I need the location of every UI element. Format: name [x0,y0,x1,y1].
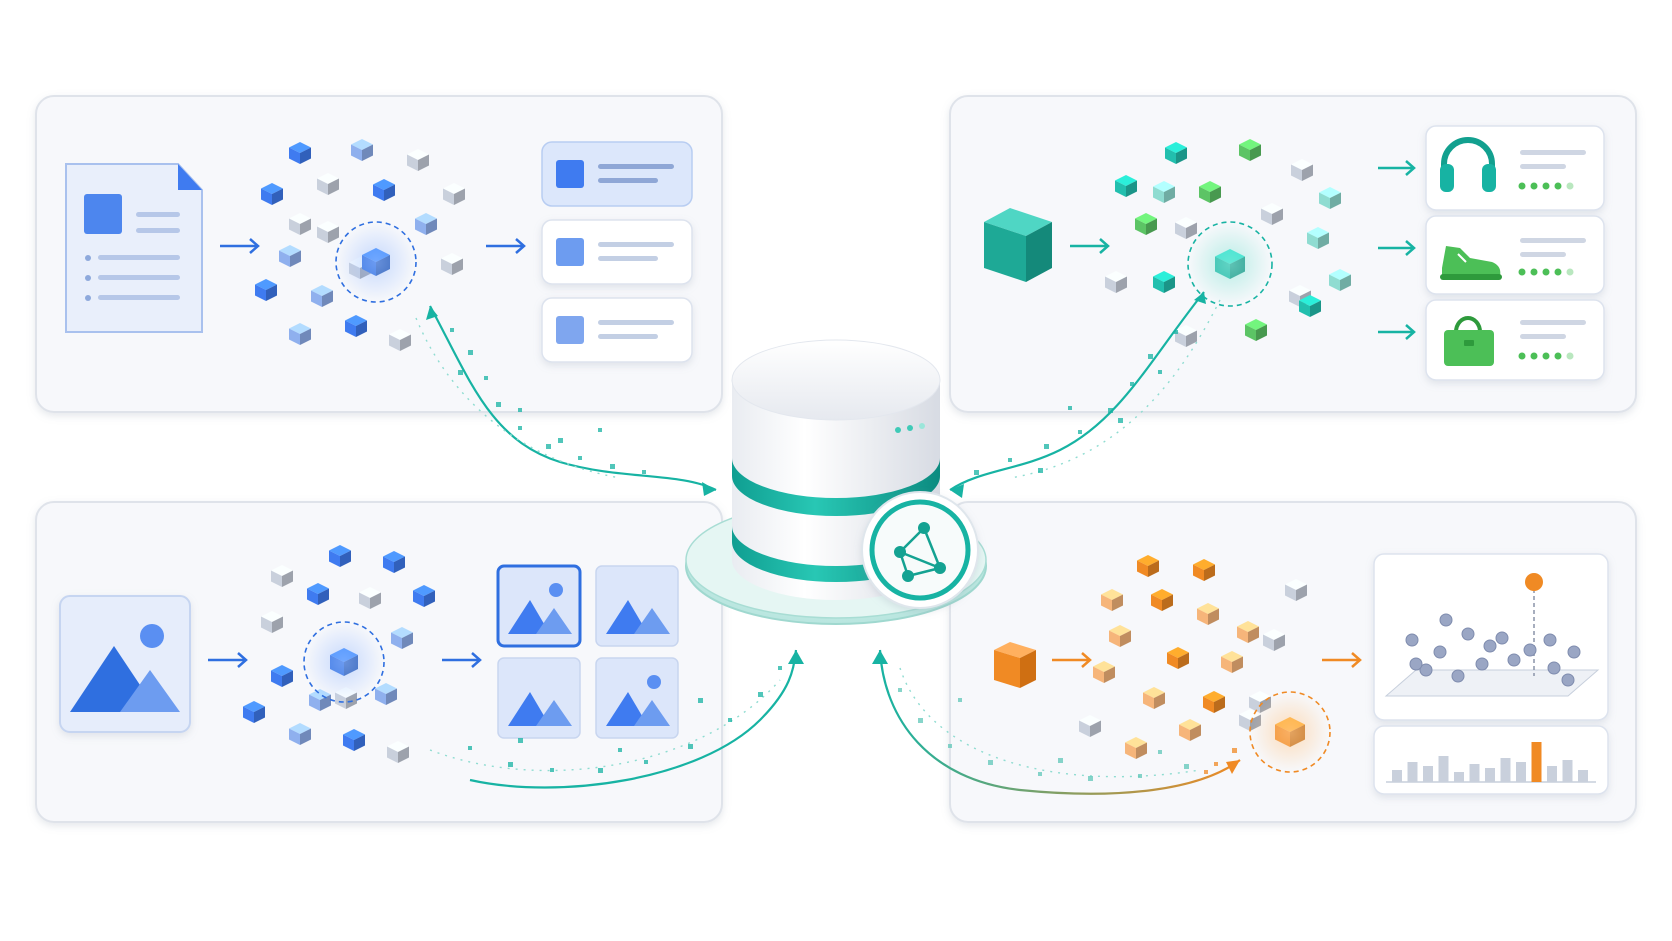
embedding-cube [1125,737,1147,759]
headphones-icon [1440,137,1496,192]
ranked-result-list [541,141,693,363]
embedding-cube [289,142,311,164]
sneaker-icon [1440,246,1502,280]
embedding-cube [387,741,409,763]
embedding-cube [1203,691,1225,713]
scatter-plot [1373,553,1609,721]
similar-image-grid [496,564,679,739]
embedding-cube [443,183,465,205]
cube-icon [994,642,1036,688]
embedding-cube [1245,319,1267,341]
embedding-cube [1115,175,1137,197]
embedding-cube [1167,647,1189,669]
flow-arrowheads [426,292,1240,774]
embedding-cube [1105,271,1127,293]
embedding-cube [1319,187,1341,209]
embedding-cube [441,253,463,275]
embedding-cube [1307,227,1329,249]
image-icon [59,595,191,733]
embedding-cube [1261,203,1283,225]
handbag-icon [1444,316,1494,366]
bar-chart-bars [1392,742,1588,782]
embedding-cube [271,565,293,587]
flow-particles [450,328,1237,781]
anomaly-point [1525,573,1543,591]
embedding-cube [343,729,365,751]
embedding-cube [407,149,429,171]
embedding-cube [1109,625,1131,647]
embedding-cube [373,179,395,201]
embedding-cube [1175,217,1197,239]
embedding-cube [255,279,277,301]
embedding-cube [1197,603,1219,625]
document-icon [65,163,203,333]
embedding-cube [1329,269,1351,291]
embedding-cube [1291,159,1313,181]
arrow-right-icon [1052,652,1362,668]
query-highlight-ring [1187,221,1273,307]
embedding-cube [1285,579,1307,601]
anomaly-highlight-ring [1249,691,1331,773]
embedding-cube [307,583,329,605]
embedding-cube [1175,325,1197,347]
embedding-cube [1151,589,1173,611]
embedding-cube [271,665,293,687]
embedding-cube [1079,715,1101,737]
embedding-cube [413,585,435,607]
embedding-cube [279,245,301,267]
arrow-right-icon [220,238,526,254]
query-highlight-ring [335,221,417,303]
cube-icon [984,208,1052,282]
embedding-cube [1101,589,1123,611]
arrow-right-icon [208,652,482,668]
embedding-cube [317,173,339,195]
embedding-cube [289,323,311,345]
embedding-cube [289,723,311,745]
recommendation-list [1425,125,1605,381]
embedding-cube [1165,142,1187,164]
arrow-right-icon [1070,160,1416,340]
embedding-cube [1153,271,1175,293]
graph-network-icon [861,491,979,609]
embedding-cube [261,183,283,205]
embedding-cube [1179,719,1201,741]
scatter-points [1405,613,1581,687]
embedding-cube [1193,559,1215,581]
embedding-cube [243,701,265,723]
embedding-cube [1143,687,1165,709]
embedding-cube [317,221,339,243]
embedding-cube [1263,629,1285,651]
query-highlight-ring [303,621,385,703]
embedding-cube [1299,295,1321,317]
embedding-cube [1199,181,1221,203]
embedding-cube [1221,651,1243,673]
bar-chart [1373,725,1609,795]
embedding-cube [1135,213,1157,235]
embedding-cube [261,611,283,633]
embedding-cube [1237,621,1259,643]
embedding-cube [1239,139,1261,161]
embedding-cube [1137,555,1159,577]
embedding-cube [345,315,367,337]
embedding-cube [375,683,397,705]
embedding-cube [311,285,333,307]
embedding-cube [389,329,411,351]
embedding-cube [1093,661,1115,683]
result-item-3 [541,297,693,363]
embedding-cube [351,139,373,161]
rating-dots [1518,182,1574,360]
embedding-cube [289,213,311,235]
embedding-cube [329,545,351,567]
embedding-cube [383,551,405,573]
embedding-cube [391,627,413,649]
data-flow-connectors [415,291,1241,795]
result-item-1 [541,141,693,207]
result-item-2 [541,219,693,285]
embedding-cube [359,587,381,609]
embedding-cube [415,213,437,235]
embedding-cube [1153,181,1175,203]
